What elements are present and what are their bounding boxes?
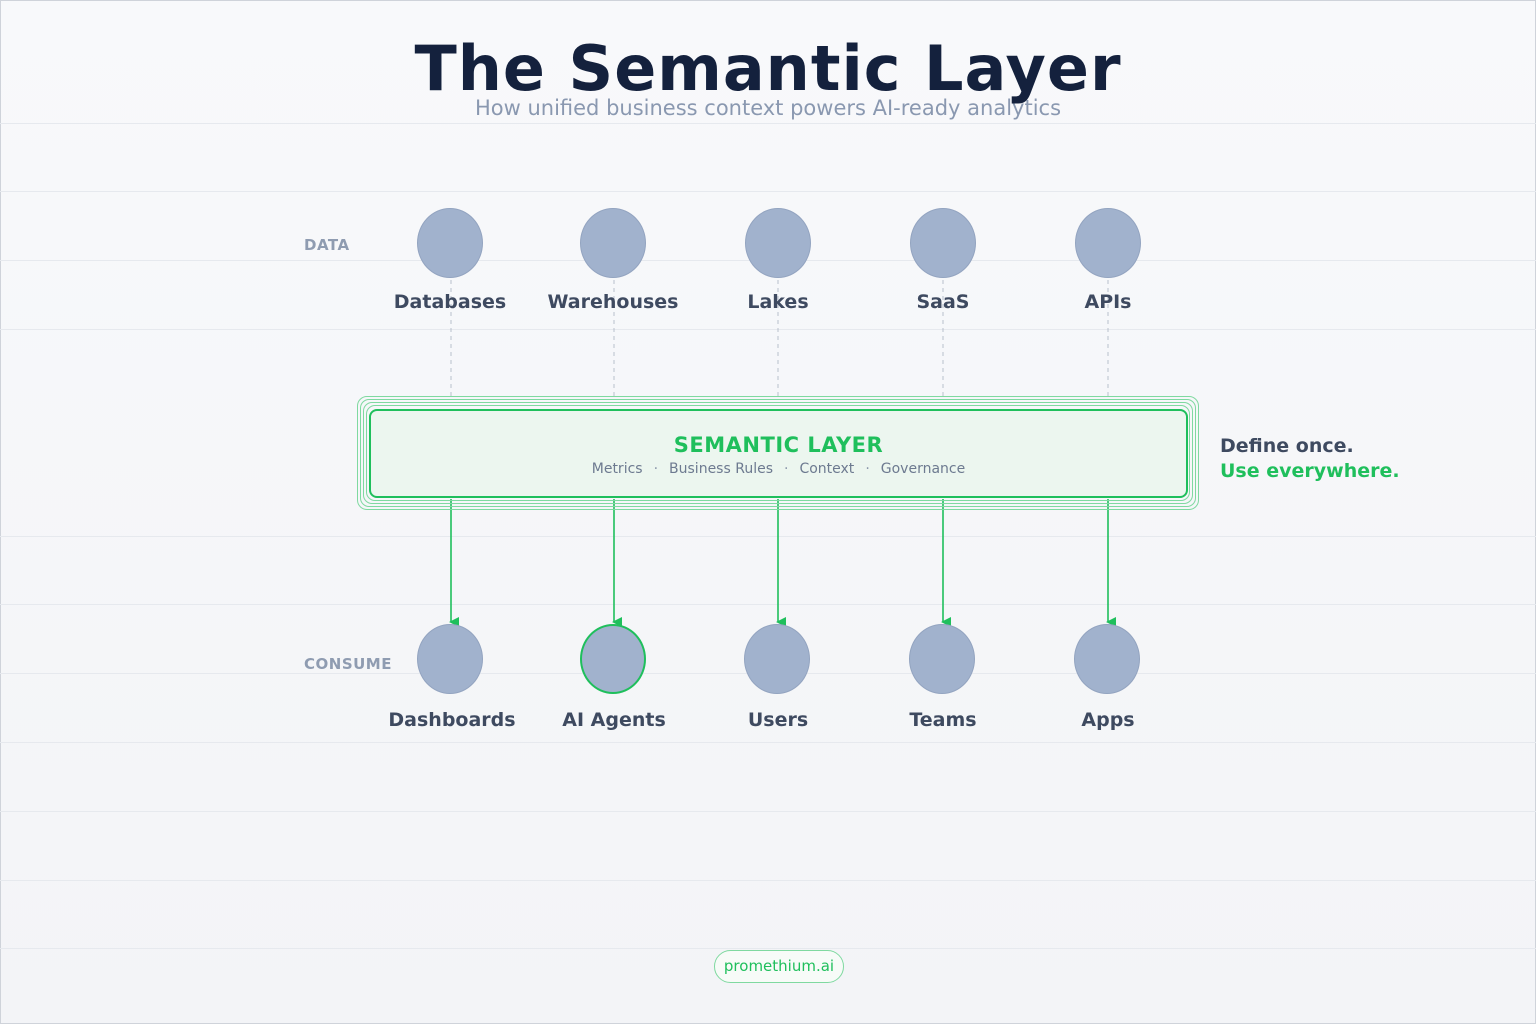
consumer-node-apps [1074,624,1140,694]
source-label-lakes: Lakes [747,291,809,313]
consumer-label-apps: Apps [1081,709,1135,731]
grid-line [0,742,1536,743]
page-subtitle: How unified business context powers AI-r… [474,96,1062,120]
source-label-warehouses: Warehouses [547,291,679,313]
grid-line [0,948,1536,949]
consumer-node-dashboards [417,624,483,694]
page-title: The Semantic Layer [414,32,1122,105]
separator-dot: · [784,461,789,477]
source-node-saas [910,208,976,278]
consumer-node-ai-agents [580,624,646,694]
tagline-use-everywhere: Use everywhere. [1220,460,1400,482]
grid-line [0,191,1536,192]
row-label-consume: CONSUME [304,655,392,673]
semantic-layer-items: Metrics · Business Rules · Context · Governanc… [369,461,1188,477]
source-label-apis: APIs [1084,291,1132,313]
row-label-data: DATA [304,236,350,254]
source-node-lakes [745,208,811,278]
layer-item-business-rules: Business Rules [669,461,773,477]
consumer-label-teams: Teams [909,709,977,731]
separator-dot: · [865,461,870,477]
source-label-saas: SaaS [916,291,970,313]
grid-line [0,123,1536,124]
semantic-layer-ring [360,399,1196,507]
grid-line [0,880,1536,881]
grid-line [0,536,1536,537]
separator-dot: · [653,461,659,477]
source-node-warehouses [580,208,646,278]
footer-brand-badge[interactable]: promethium.ai [714,950,844,983]
consumer-label-dashboards: Dashboards [388,709,516,731]
semantic-layer-ring [363,402,1193,504]
layer-item-context: Context [799,461,855,477]
grid-line [0,604,1536,605]
semantic-layer-title: SEMANTIC LAYER [673,433,884,457]
tagline-define-once: Define once. [1220,435,1354,457]
source-label-databases: Databases [393,291,507,313]
consumer-label-users: Users [747,709,809,731]
semantic-layer-box [369,409,1188,498]
semantic-layer-ring [366,405,1190,501]
grid-line [0,329,1536,330]
layer-item-metrics: Metrics [591,461,643,477]
consumer-node-users [744,624,810,694]
consumer-node-teams [909,624,975,694]
source-node-apis [1075,208,1141,278]
semantic-layer-glow [357,396,1199,510]
consumer-label-ai-agents: AI Agents [562,709,666,731]
source-node-databases [417,208,483,278]
grid-line [0,811,1536,812]
layer-item-governance: Governance [880,461,966,477]
